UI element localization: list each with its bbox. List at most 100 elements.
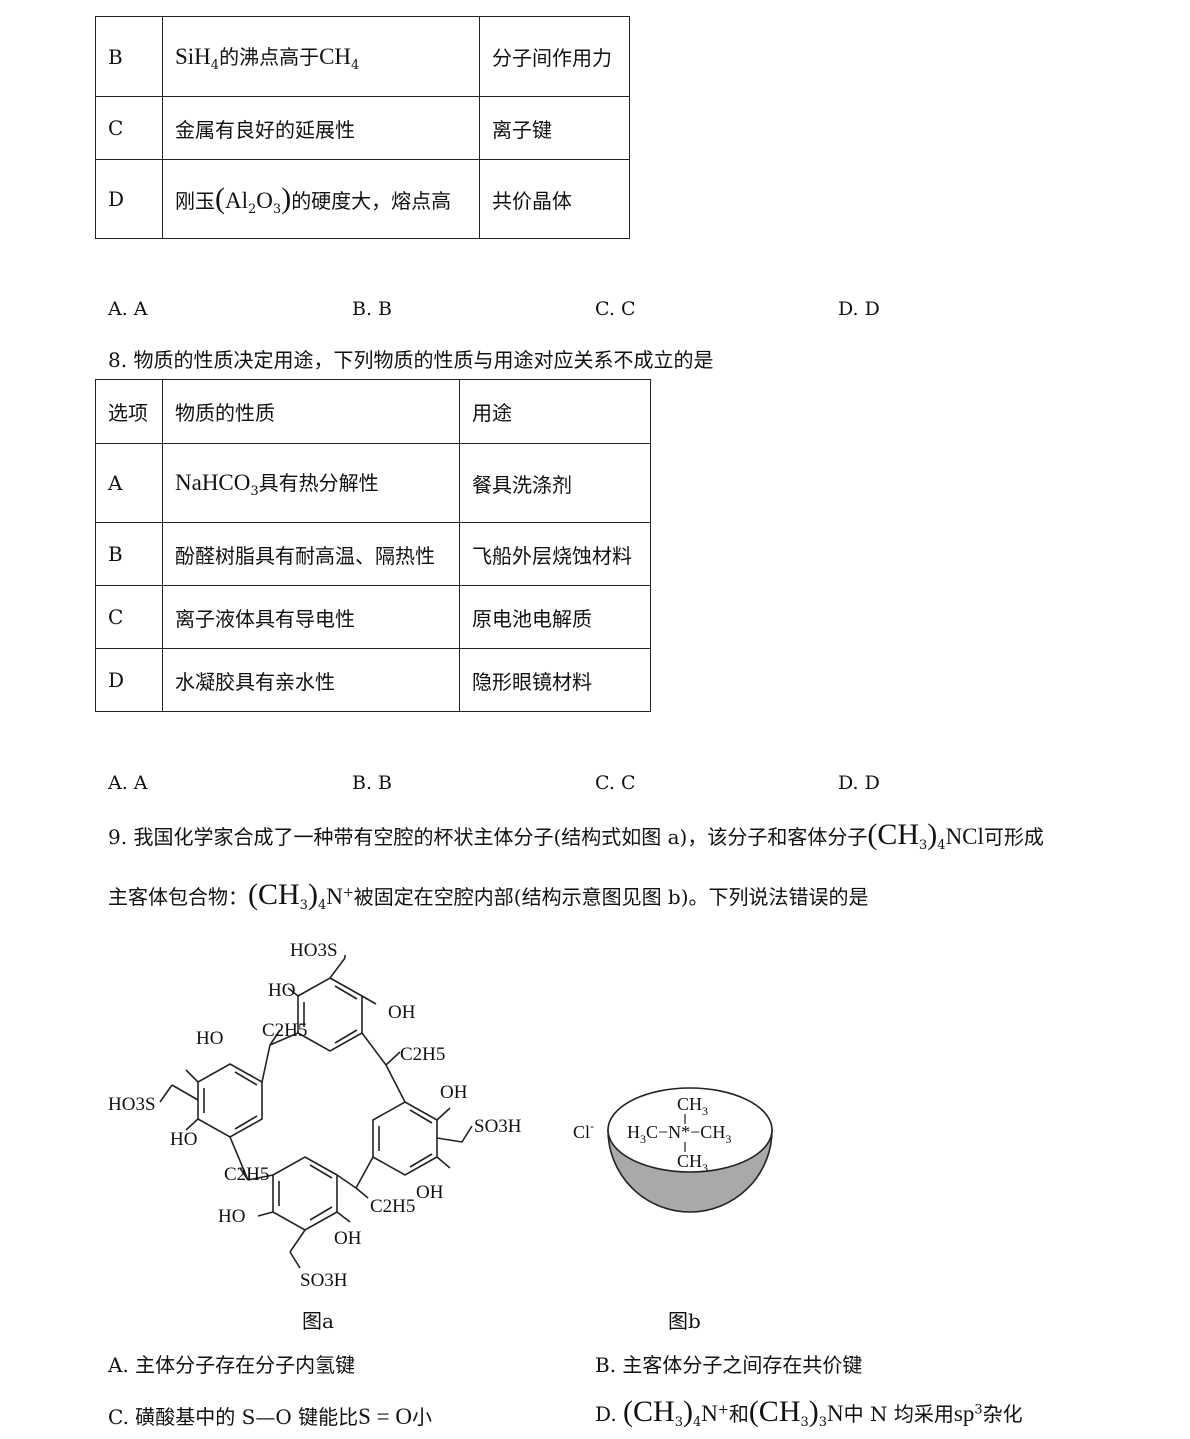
formula: CH (319, 43, 352, 69)
methyl-bottom: CH3 (677, 1151, 708, 1175)
subscript: 4 (937, 838, 946, 853)
option-c: C. C (595, 298, 636, 320)
table-cell-reason: 离子键 (479, 96, 630, 160)
label-oh: HO (268, 980, 295, 1001)
table-cell-key: B (95, 522, 163, 586)
label-so3h: HO3S (108, 1094, 156, 1115)
formula: (CH (248, 878, 300, 911)
table-cell-key: D (95, 648, 163, 712)
paren: ) (927, 818, 938, 851)
subscript: 2 (248, 201, 257, 217)
formula: SiH (175, 43, 211, 69)
text: 9. 我国化学家合成了一种带有空腔的杯状主体分子(结构式如图 a)，该分子和客体… (108, 825, 868, 849)
label-oh: HO (196, 1028, 223, 1049)
formula: N (827, 1401, 844, 1426)
label-oh: OH (440, 1082, 468, 1103)
table-cell-use: 飞船外层烧蚀材料 (459, 522, 651, 586)
option-a: A. 主体分子存在分子内氢键 (108, 1353, 356, 1377)
label-oh: OH (334, 1228, 362, 1249)
table-cell-use: 原电池电解质 (459, 585, 651, 649)
paren: ) (281, 181, 292, 215)
table-row: B 酚醛树脂具有耐高温、隔热性 飞船外层烧蚀材料 (95, 522, 651, 586)
table-header-row: 选项 物质的性质 用途 (95, 379, 651, 444)
text: 主客体包合物： (108, 885, 248, 909)
figure-b-bowl: Cl- CH3 H3C−N*−CH3 CH3 (573, 1087, 773, 1213)
table-row: C 离子液体具有导电性 原电池电解质 (95, 585, 651, 649)
text: 被固定在空腔内部(结构示意图见图 b)。下列说法错误的是 (353, 885, 869, 909)
text: 具有热分解性 (258, 471, 379, 495)
option-c: C. 磺酸基中的 S—O 键能比S = O小 (108, 1401, 432, 1430)
superscript: + (717, 1402, 729, 1418)
formula: (CH (867, 818, 919, 851)
subscript: 4 (693, 1415, 702, 1430)
paren: ) (307, 878, 318, 911)
label-oh: OH (388, 1002, 416, 1023)
benzene-ring-top (297, 977, 363, 1052)
table-row: B SiH4的沸点高于CH4 分子间作用力 (95, 16, 630, 97)
subscript: 4 (317, 898, 327, 913)
subscript: 4 (210, 57, 220, 73)
formula: S = O (358, 1404, 412, 1429)
table-header: 物质的性质 (162, 379, 460, 444)
text: D. (595, 1402, 617, 1426)
formula: sp (953, 1401, 975, 1426)
chloride-ion: Cl- (573, 1119, 594, 1142)
table-cell-key: C (95, 585, 163, 649)
figure-b-caption: 图b (668, 1309, 701, 1333)
option-b: B. B (352, 298, 393, 320)
table-cell-reason: 分子间作用力 (479, 16, 630, 97)
question-9-stem-line2: 主客体包合物：(CH3)4N+被固定在空腔内部(结构示意图见图 b)。下列说法错… (108, 878, 869, 913)
table-cell-reason: 共价晶体 (479, 159, 630, 239)
formula: NCl (945, 824, 984, 849)
text: 刚玉 (175, 188, 215, 213)
paren: ) (808, 1395, 819, 1428)
text: C. 磺酸基中的 S—O 键能比 (108, 1405, 359, 1429)
formula: O (256, 187, 273, 213)
subscript: 3 (250, 484, 259, 499)
subscript: 3 (299, 898, 308, 913)
formula: (CH (748, 1395, 801, 1428)
label-oh: OH (416, 1182, 444, 1203)
paren: ) (683, 1395, 693, 1428)
table-cell-key: C (95, 96, 163, 160)
formula: (CH (623, 1395, 675, 1428)
option-a: A. A (108, 298, 148, 320)
option-d: D. D (838, 298, 880, 320)
table-q7: B SiH4的沸点高于CH4 分子间作用力 C 金属有良好的延展性 离子键 D … (95, 16, 630, 239)
table-cell-key: B (95, 16, 163, 97)
benzene-ring-bottom (272, 1156, 338, 1231)
label-ethyl: C2H5 (370, 1196, 415, 1217)
bowl-rim (607, 1087, 773, 1173)
figure-a-caption: 图a (302, 1309, 334, 1333)
formula: N (326, 884, 343, 909)
text: 小 (412, 1405, 432, 1429)
label-ethyl: C2H5 (224, 1164, 269, 1185)
table-row: A NaHCO3具有热分解性 餐具洗涤剂 (95, 443, 651, 523)
subscript: 3 (674, 1415, 683, 1430)
table-cell-property: NaHCO3具有热分解性 (162, 443, 460, 523)
table-cell-property: 水凝胶具有亲水性 (162, 648, 460, 712)
figure-a-structure: HO3S HO OH C2H5 HO C2H5 HO3S OH HO SO3H … (108, 940, 522, 1291)
text: 中 N 均采用 (843, 1402, 954, 1426)
option-d: D. (CH3)4N+和(CH3)3N中 N 均采用sp3杂化 (595, 1395, 1023, 1430)
methyl-top: CH3 (677, 1094, 708, 1118)
benzene-ring-left (197, 1063, 263, 1138)
table-header: 用途 (459, 379, 651, 444)
subscript: 3 (919, 838, 928, 853)
text: 的硬度大，熔点高 (291, 188, 452, 213)
label-oh: HO (170, 1129, 197, 1150)
table-row: C 金属有良好的延展性 离子键 (95, 96, 630, 160)
option-a: A. A (108, 772, 148, 794)
table-cell-use: 隐形眼镜材料 (459, 648, 651, 712)
subscript: 3 (272, 201, 282, 217)
table-cell-key: A (95, 443, 163, 523)
table-cell-property: 离子液体具有导电性 (162, 585, 460, 649)
label-ethyl: C2H5 (262, 1020, 307, 1041)
table-cell-property: 刚玉(Al2O3)的硬度大，熔点高 (162, 159, 480, 239)
table-row: D 刚玉(Al2O3)的硬度大，熔点高 共价晶体 (95, 159, 630, 239)
formula: Al (225, 187, 248, 213)
subscript: 3 (800, 1415, 809, 1430)
table-row: D 水凝胶具有亲水性 隐形眼镜材料 (95, 648, 651, 712)
label-oh: HO (218, 1206, 245, 1227)
option-b: B. 主客体分子之间存在共价键 (595, 1353, 863, 1377)
